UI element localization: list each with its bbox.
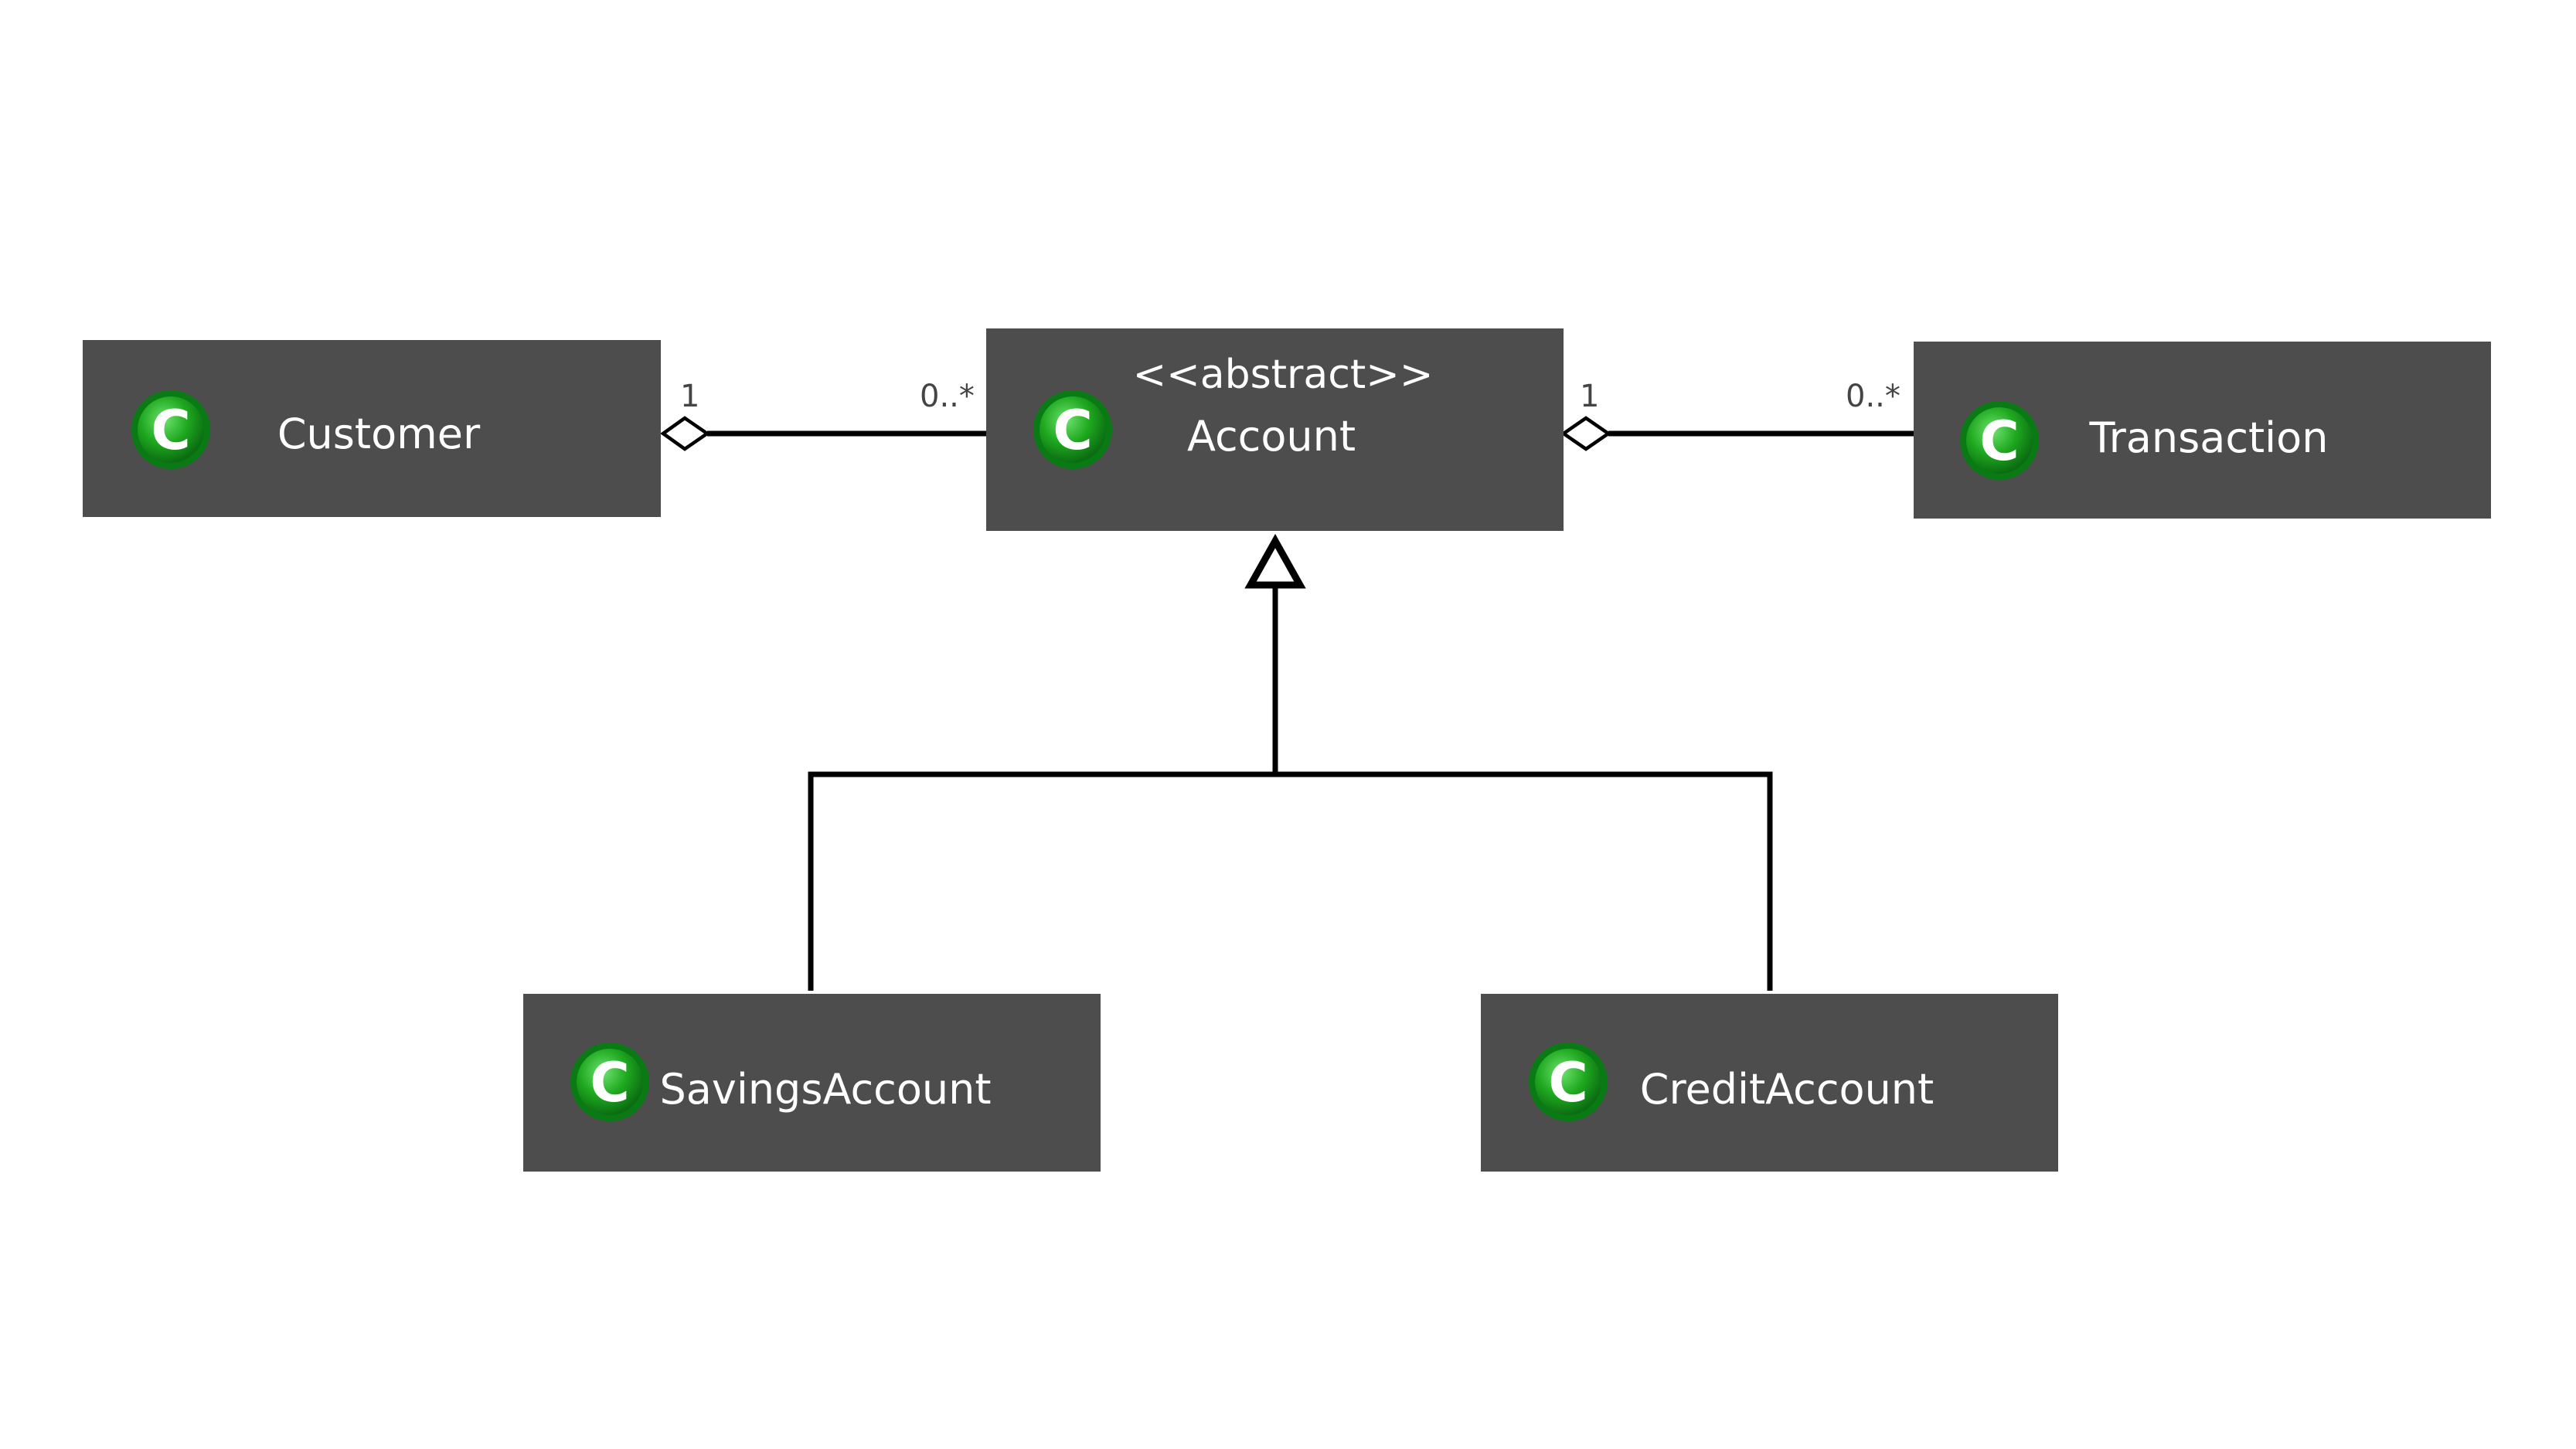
multiplicity-target: 0..* — [1846, 379, 1901, 414]
svg-text:C: C — [1979, 410, 2019, 473]
class-icon: C — [131, 390, 210, 469]
edge-generalization — [808, 533, 1773, 991]
class-icon: C — [1529, 1043, 1608, 1121]
svg-text:C: C — [590, 1051, 629, 1114]
class-name: CreditAccount — [1640, 1065, 1934, 1114]
multiplicity-source: 1 — [680, 379, 699, 414]
class-icon: C — [1960, 401, 2039, 480]
class-name: Transaction — [2089, 413, 2329, 462]
class-icon: C — [1033, 390, 1112, 469]
class-stereotype: <<abstract>> — [1133, 352, 1434, 398]
edge-account-transaction: 1 0..* — [1560, 379, 1914, 451]
aggregation-diamond — [660, 416, 710, 451]
class-transaction[interactable]: C Transaction — [1914, 342, 2491, 519]
class-name: Customer — [277, 410, 481, 458]
multiplicity-source: 1 — [1580, 379, 1599, 414]
generalization-branches — [808, 771, 1773, 991]
multiplicity-target: 0..* — [920, 379, 975, 414]
svg-text:C: C — [1548, 1051, 1587, 1114]
class-icon: C — [570, 1043, 649, 1121]
generalization-arrow — [1244, 533, 1306, 589]
class-account[interactable]: C <<abstract>> Account — [986, 328, 1564, 531]
class-credit-account[interactable]: C CreditAccount — [1481, 994, 2058, 1172]
svg-text:C: C — [151, 399, 190, 462]
aggregation-diamond — [1560, 416, 1611, 451]
edge-customer-account: 1 0..* — [660, 379, 986, 451]
class-savings-account[interactable]: C SavingsAccount — [523, 994, 1101, 1172]
class-name: SavingsAccount — [660, 1065, 992, 1114]
svg-text:C: C — [1053, 399, 1092, 462]
class-customer[interactable]: C Customer — [83, 340, 661, 517]
class-name: Account — [1187, 412, 1356, 461]
